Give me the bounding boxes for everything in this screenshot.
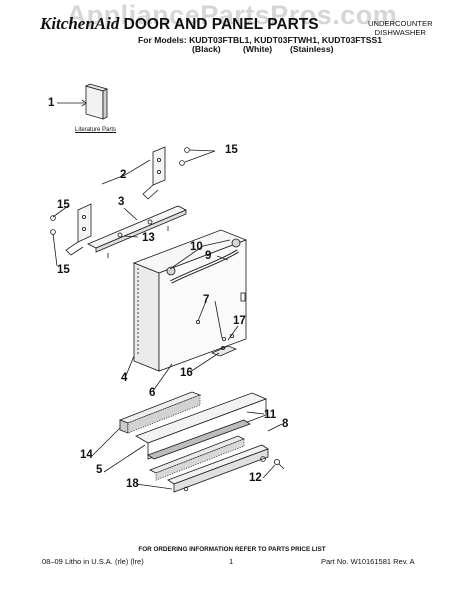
- toe-panel-assembly: [118, 391, 269, 493]
- callout-2: 2: [120, 169, 127, 181]
- callout-15-left: 15: [57, 199, 70, 211]
- leader-lines: [52, 99, 283, 490]
- part-number: Part No. W10161581 Rev. A: [321, 557, 415, 566]
- watermark-text: AppliancePartsPros.com: [66, 0, 398, 30]
- callout-12: 12: [249, 472, 262, 484]
- callout-9: 9: [205, 250, 212, 262]
- color-white: (White): [243, 44, 273, 54]
- callout-5: 5: [96, 464, 103, 476]
- callout-4: 4: [121, 372, 128, 384]
- page-number: 1: [229, 557, 234, 566]
- page-title: KitchenAid DOOR AND PANEL PARTS: [40, 14, 319, 34]
- callout-3: 3: [118, 196, 125, 208]
- title-text: DOOR AND PANEL PARTS: [123, 16, 319, 33]
- callout-16: 16: [180, 367, 193, 379]
- callout-15-top: 15: [225, 144, 238, 156]
- callout-1: 1: [48, 97, 55, 109]
- product-category: UNDERCOUNTER DISHWASHER: [368, 19, 433, 37]
- callout-8: 8: [282, 418, 289, 430]
- callout-11: 11: [264, 409, 277, 421]
- color-black: (Black): [192, 44, 221, 54]
- screw-set: [220, 345, 285, 470]
- door-handle: [166, 238, 246, 302]
- ordering-note: FOR ORDERING INFORMATION REFER TO PARTS …: [138, 546, 326, 553]
- hinge-bracket-left: [50, 203, 92, 256]
- color-stainless: (Stainless): [290, 44, 334, 54]
- brand-logo: KitchenAid: [40, 14, 120, 33]
- callout-10: 10: [190, 241, 203, 253]
- hinge-channel: [87, 205, 187, 258]
- callout-17: 17: [233, 315, 246, 327]
- callout-7: 7: [203, 294, 210, 306]
- callout-6: 6: [149, 387, 156, 399]
- hinge-bracket-right: [142, 146, 190, 200]
- callout-14: 14: [80, 449, 93, 461]
- litho-info: 08–09 Litho in U.S.A. (rle) (lre): [42, 557, 144, 566]
- literature-parts-label: Literature Parts: [75, 127, 117, 133]
- literature-booklet: [84, 83, 109, 120]
- category-line-2: DISHWASHER: [374, 28, 426, 37]
- models-line: For Models: KUDT03FTBL1, KUDT03FTWH1, KU…: [138, 35, 382, 45]
- callout-15-bottom: 15: [57, 264, 70, 276]
- category-line-1: UNDERCOUNTER: [368, 19, 433, 28]
- callout-18: 18: [126, 478, 139, 490]
- door-panel: [132, 229, 248, 372]
- callout-13: 13: [142, 232, 155, 244]
